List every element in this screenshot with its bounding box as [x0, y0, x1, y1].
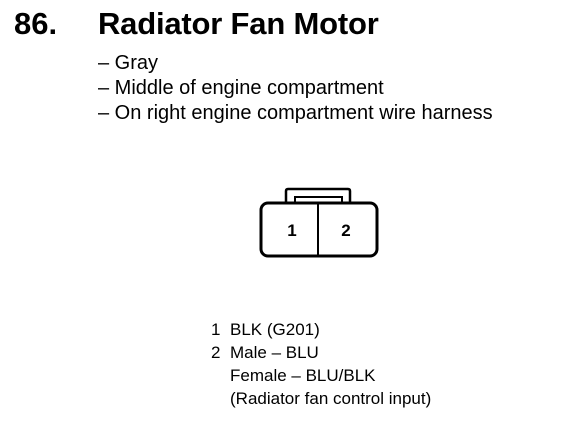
component-description-list: – Gray – Middle of engine compartment – … [98, 51, 493, 126]
description-color: – Gray [98, 52, 159, 74]
pin-function: (Radiator fan control input) [230, 389, 432, 408]
description-harness: – On right engine compartment wire harne… [98, 102, 493, 124]
component-number: 86. [14, 6, 58, 41]
component-title: Radiator Fan Motor [98, 6, 379, 41]
description-location: – Middle of engine compartment [98, 77, 384, 99]
pin-number: 1 [211, 320, 221, 339]
pin-wire: BLK (G201) [230, 320, 320, 339]
pin-item: 2 Male – BLU Female – BLU/BLK (Radiator … [207, 341, 431, 410]
connector-diagram: 1 2 [259, 187, 379, 258]
pin-wire-female: Female – BLU/BLK [230, 366, 376, 385]
connector-latch-inner [294, 196, 343, 203]
terminal-1-label: 1 [287, 221, 296, 240]
pin-number: 2 [211, 343, 221, 362]
pin-wire-male: Male – BLU [230, 343, 319, 362]
terminal-2-label: 2 [341, 221, 350, 240]
pin-assignment-list: 1 BLK (G201) 2 Male – BLU Female – BLU/B… [207, 318, 431, 410]
pin-item: 1 BLK (G201) [207, 318, 431, 341]
connector-latch [284, 187, 352, 203]
